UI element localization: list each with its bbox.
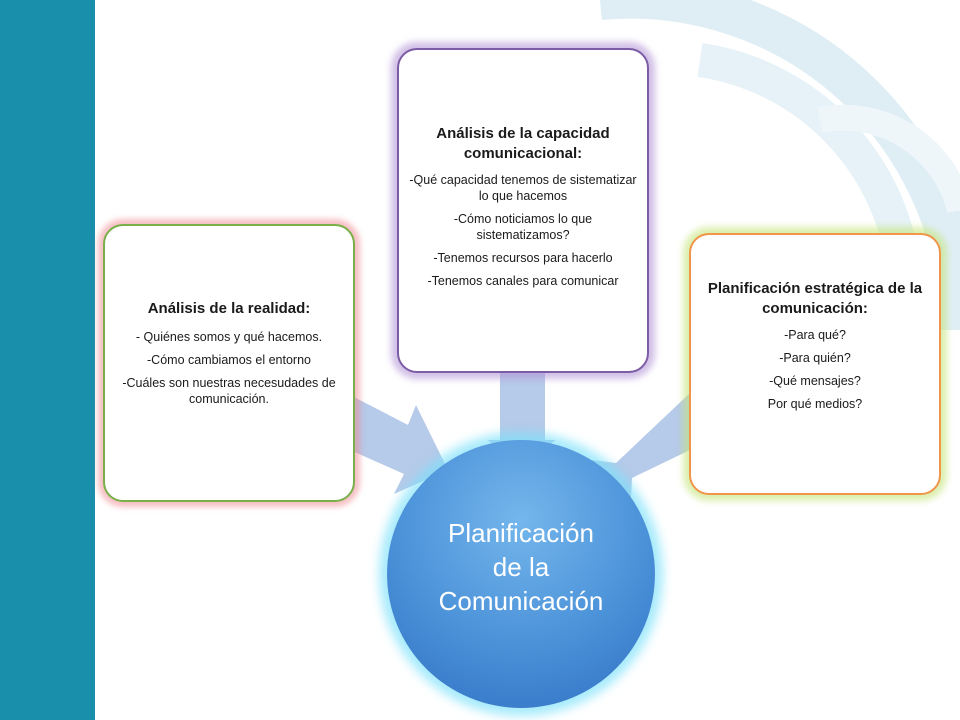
card-line: Por qué medios? — [767, 397, 863, 411]
card-line: -Qué capacidad tenemos de sistematizar l… — [409, 173, 637, 203]
arrow-left — [350, 395, 448, 494]
central-title: Planificación de la Comunicación — [387, 516, 655, 618]
central-circle — [387, 440, 655, 708]
card-line: -Cómo cambiamos el entorno — [147, 352, 311, 367]
card-capacidad-comunicacional: Análisis de la capacidad comunicacional:… — [397, 48, 649, 373]
central-title-line: Comunicación — [438, 586, 604, 616]
card-title: Análisis de la realidad: — [147, 299, 311, 317]
card-line: -Qué mensajes? — [769, 374, 861, 388]
card-line: -Tenemos canales para comunicar — [427, 274, 619, 288]
card-title: Planificación estratégica de la comunica… — [707, 280, 923, 317]
central-title-line: de la — [492, 552, 550, 582]
card-line: -Cuáles son nuestras necesudades de comu… — [122, 375, 336, 406]
central-title-line: Planificación — [448, 518, 594, 548]
side-bar — [0, 0, 95, 720]
card-line: -Para quién? — [779, 351, 851, 365]
card-line: -Para qué? — [784, 328, 846, 342]
card-analisis-realidad: Análisis de la realidad: - Quiénes somos… — [103, 224, 355, 502]
card-planificacion-estrategica: Planificación estratégica de la comunica… — [689, 233, 941, 495]
card-line: -Cómo noticiamos lo que sistematizamos? — [453, 212, 593, 242]
card-title: Análisis de la capacidad comunicacional: — [436, 125, 610, 162]
card-line: -Tenemos recursos para hacerlo — [433, 251, 613, 265]
card-line: - Quiénes somos y qué hacemos. — [135, 329, 323, 344]
